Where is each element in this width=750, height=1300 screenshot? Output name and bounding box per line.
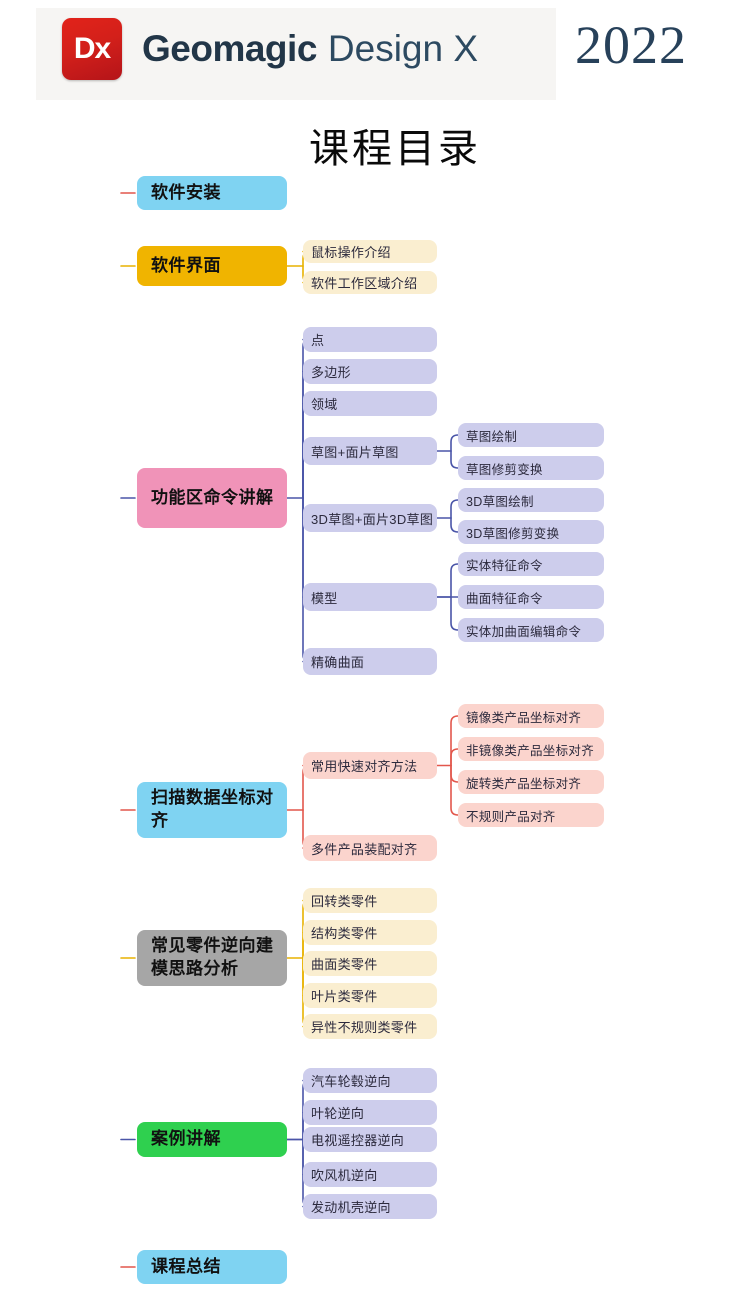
node-label: 旋转类产品坐标对齐 [466,776,582,791]
node-label: 常见零件逆向建模思路分析 [151,936,274,978]
mindmap-child-node[interactable]: 回转类零件 [303,888,437,913]
node-label: 课程总结 [151,1256,221,1276]
mindmap-child-node[interactable]: 发动机壳逆向 [303,1194,437,1219]
node-label: 软件安装 [151,182,221,202]
mindmap-child-node[interactable]: 汽车轮毂逆向 [303,1068,437,1093]
node-label: 软件界面 [151,255,221,275]
mindmap-child-node[interactable]: 实体特征命令 [458,552,604,576]
mindmap-child-node[interactable]: 非镜像类产品坐标对齐 [458,737,604,761]
node-label: 实体特征命令 [466,558,543,573]
mindmap-branch-node[interactable]: 案例讲解 [137,1122,287,1157]
node-label: 模型 [311,590,338,606]
node-label: 叶轮逆向 [311,1106,365,1121]
mindmap-child-node[interactable]: 结构类零件 [303,920,437,945]
node-label: 叶片类零件 [311,989,378,1004]
mindmap-child-node[interactable]: 3D草图绘制 [458,488,604,512]
mindmap-child-node[interactable]: 草图+面片草图 [303,437,437,465]
node-label: 草图修剪变换 [466,462,543,477]
mindmap-child-node[interactable]: 草图修剪变换 [458,456,604,480]
node-label: 案例讲解 [151,1129,221,1149]
mindmap-branch-node[interactable]: 软件安装 [137,176,287,210]
mindmap-child-node[interactable]: 吹风机逆向 [303,1162,437,1187]
mindmap-branch-node[interactable]: 课程总结 [137,1250,287,1284]
node-label: 3D草图修剪变换 [466,526,560,541]
mindmap-child-node[interactable]: 点 [303,327,437,352]
mindmap-child-node[interactable]: 电视遥控器逆向 [303,1127,437,1152]
mindmap-child-node[interactable]: 3D草图+面片3D草图 [303,504,437,532]
node-label: 多边形 [311,365,351,380]
mindmap-child-node[interactable]: 曲面特征命令 [458,585,604,609]
mindmap-child-node[interactable]: 领域 [303,391,437,416]
mindmap-child-node[interactable]: 镜像类产品坐标对齐 [458,704,604,728]
node-label: 草图绘制 [466,429,518,444]
page-title: 课程目录 [309,127,481,171]
mindmap-child-node[interactable]: 不规则产品对齐 [458,803,604,827]
logo-glyph: Dx [73,32,111,65]
mindmap-branch-node[interactable]: 功能区命令讲解 [137,468,287,528]
node-label: 精确曲面 [311,655,365,670]
node-label: 结构类零件 [311,926,378,941]
node-label: 点 [311,333,325,348]
mindmap-branch-node[interactable]: 软件界面 [137,246,287,286]
node-label: 曲面类零件 [311,957,378,972]
mindmap-child-node[interactable]: 旋转类产品坐标对齐 [458,770,604,794]
mindmap-child-node[interactable]: 常用快速对齐方法 [303,752,437,779]
node-label: 功能区命令讲解 [151,487,274,507]
version-year: 2022 [575,15,687,75]
node-label: 鼠标操作介绍 [311,245,391,260]
mindmap-branch-node[interactable]: 扫描数据坐标对齐 [137,782,287,838]
mindmap-child-node[interactable]: 叶轮逆向 [303,1100,437,1125]
node-label: 实体加曲面编辑命令 [466,624,582,639]
node-label: 发动机壳逆向 [311,1200,391,1215]
node-label: 3D草图绘制 [466,494,534,509]
node-label: 软件工作区域介绍 [311,276,418,291]
node-label: 异性不规则类零件 [311,1020,418,1035]
mindmap-child-node[interactable]: 3D草图修剪变换 [458,520,604,544]
mindmap-child-node[interactable]: 曲面类零件 [303,951,437,976]
node-label: 吹风机逆向 [311,1168,378,1183]
geomagic-dx-logo-icon: Dx [62,18,122,80]
mindmap-child-node[interactable]: 精确曲面 [303,648,437,675]
node-label: 扫描数据坐标对齐 [151,788,274,830]
mindmap-child-node[interactable]: 软件工作区域介绍 [303,271,437,294]
brand-name-bold: Geomagic [142,28,317,69]
node-label: 汽车轮毂逆向 [311,1074,391,1089]
mindmap-child-node[interactable]: 模型 [303,583,437,611]
mindmap-child-node[interactable]: 实体加曲面编辑命令 [458,618,604,642]
node-label: 曲面特征命令 [466,591,543,606]
mindmap-branch-node[interactable]: 常见零件逆向建模思路分析 [137,930,287,986]
mindmap-child-node[interactable]: 异性不规则类零件 [303,1014,437,1039]
node-label: 不规则产品对齐 [466,809,556,824]
mindmap-child-node[interactable]: 多边形 [303,359,437,384]
node-label: 常用快速对齐方法 [311,759,418,774]
logo-band [36,8,556,100]
node-label: 回转类零件 [311,894,378,909]
mindmap-child-node[interactable]: 草图绘制 [458,423,604,447]
mindmap-child-node[interactable]: 叶片类零件 [303,983,437,1008]
brand-name-light: Design X [327,28,479,69]
node-label: 非镜像类产品坐标对齐 [466,743,595,758]
node-label: 草图+面片草图 [311,444,399,460]
node-label: 电视遥控器逆向 [311,1133,405,1148]
node-label: 镜像类产品坐标对齐 [466,710,582,725]
brand-wordmark: Geomagic Design X [142,21,478,77]
node-label: 领域 [311,397,338,412]
node-label: 3D草图+面片3D草图 [311,511,434,527]
mindmap-child-node[interactable]: 鼠标操作介绍 [303,240,437,263]
node-label: 多件产品装配对齐 [311,841,418,857]
mindmap-child-node[interactable]: 多件产品装配对齐 [303,835,437,861]
